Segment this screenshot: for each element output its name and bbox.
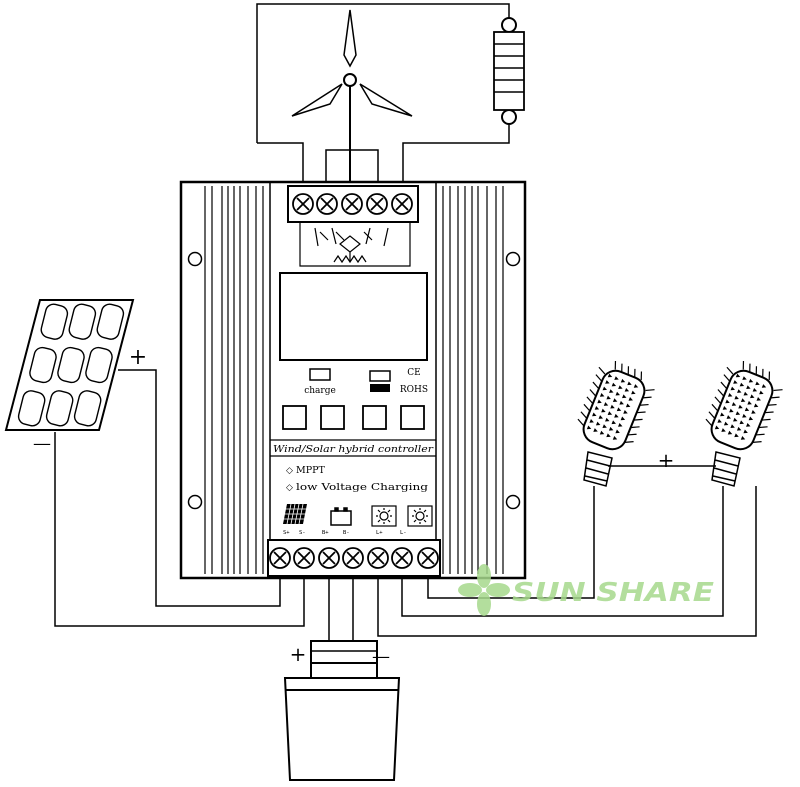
watermark-text: SUN SHARE [512, 578, 714, 608]
dump-load-resistor [493, 17, 525, 125]
solar-plus-sign: + [129, 345, 147, 370]
ce-mark: CE [407, 368, 420, 378]
terminal-label-b-plus: B+ [322, 530, 329, 536]
lamp-1 [577, 360, 655, 451]
lcd-display [279, 272, 428, 361]
lamp-2-base [711, 451, 741, 487]
button-1[interactable] [282, 405, 307, 430]
lamp-plus-sign: + [658, 448, 675, 472]
wind-turbine [291, 9, 413, 183]
control-buttons [282, 405, 425, 430]
feature-bullet-1: ◇ [286, 466, 293, 476]
lamp-2 [705, 360, 783, 451]
solar-panel [4, 299, 135, 431]
solar-minus-sign: — [33, 433, 51, 454]
button-3[interactable] [362, 405, 387, 430]
charge-label: charge [304, 386, 336, 396]
button-2[interactable] [320, 405, 345, 430]
battery [283, 640, 401, 781]
solar-panel-icon [283, 503, 307, 525]
terminal-label-s-plus: S+ [283, 530, 290, 536]
controller-title: Wind/Solar hybrid controller [273, 444, 435, 455]
lamp-icon-2 [407, 505, 433, 527]
button-4[interactable] [400, 405, 425, 430]
terminal-label-b-minus: B- [343, 530, 350, 536]
wiring [54, 369, 757, 641]
feature-mppt: MPPT [296, 465, 326, 476]
lamp-icon-1 [371, 505, 397, 527]
rectifier-symbol [299, 222, 411, 267]
battery-plus-sign: + [290, 642, 307, 666]
wind-wiring [256, 3, 510, 190]
sun-share-watermark: SUN SHARE [458, 564, 714, 616]
terminal-label-l2: L- [400, 530, 407, 536]
terminal-label-l1: L+ [376, 530, 383, 536]
battery-icon [330, 507, 352, 526]
load-indicator [369, 370, 391, 382]
rohs-mark: ROHS [400, 385, 428, 395]
output-terminal-block [267, 539, 441, 577]
wind-terminal-block [287, 185, 419, 223]
feature-low-voltage: low Voltage Charging [296, 482, 428, 493]
terminal-label-s-minus: S- [299, 530, 306, 536]
controller-body [179, 180, 527, 580]
battery-minus-sign: — [372, 646, 390, 667]
charge-indicator [309, 368, 331, 381]
clover-logo-icon [458, 564, 510, 616]
lamp-1-base [583, 451, 613, 487]
feature-bullet-2: ◇ [286, 483, 293, 493]
load-indicator-filled [370, 384, 390, 392]
